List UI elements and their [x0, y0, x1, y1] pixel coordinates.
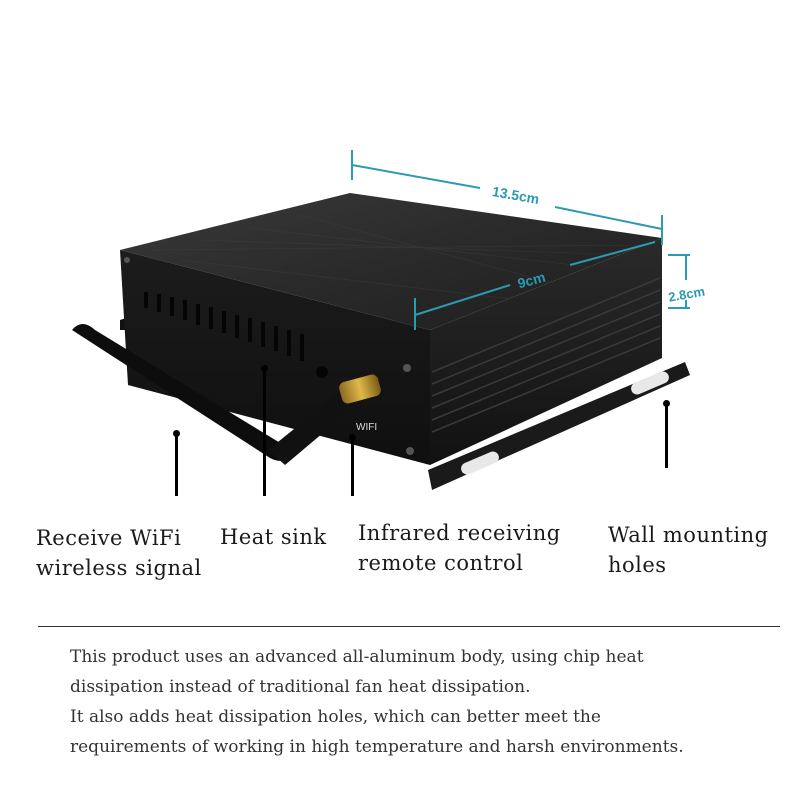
callout-heat-sink-label: Heat sink — [220, 525, 327, 549]
callout-infrared-label: Infrared receiving remote control — [358, 521, 561, 575]
heat-sink-pointer — [263, 368, 266, 496]
infrared-pointer-dot — [349, 434, 356, 441]
callout-wifi-label: Receive WiFi wireless signal — [36, 526, 202, 580]
dimension-lines — [351, 150, 690, 330]
mounting-flange — [428, 362, 690, 490]
dimension-length: 13.5cm — [491, 183, 541, 207]
heat-sink-vents — [144, 292, 304, 361]
product-description: This product uses an advanced all-alumin… — [70, 642, 780, 762]
callout-wall-mount-label: Wall mounting holes — [608, 523, 769, 577]
dimension-width: 9cm — [516, 269, 547, 292]
wifi-pointer-dot — [173, 430, 180, 437]
product-photo: WIFI 13.5cm 9cm 2.8cm — [72, 150, 706, 490]
wifi-antenna: WIFI — [72, 324, 381, 465]
wifi-port-label: WIFI — [356, 422, 377, 433]
heat-sink-pointer-dot — [261, 365, 268, 372]
description-line: requirements of working in high temperat… — [70, 737, 684, 757]
dimension-height: 2.8cm — [667, 284, 706, 305]
section-divider — [38, 626, 780, 627]
description-line: It also adds heat dissipation holes, whi… — [70, 707, 601, 727]
description-line: This product uses an advanced all-alumin… — [70, 647, 644, 667]
description-line: dissipation instead of traditional fan h… — [70, 677, 531, 697]
device-top — [120, 193, 662, 330]
wall-mount-pointer — [665, 403, 668, 468]
infrared-pointer — [351, 437, 354, 496]
device-left-side — [120, 250, 430, 465]
wifi-pointer — [175, 433, 178, 496]
wall-mount-pointer-dot — [663, 400, 670, 407]
